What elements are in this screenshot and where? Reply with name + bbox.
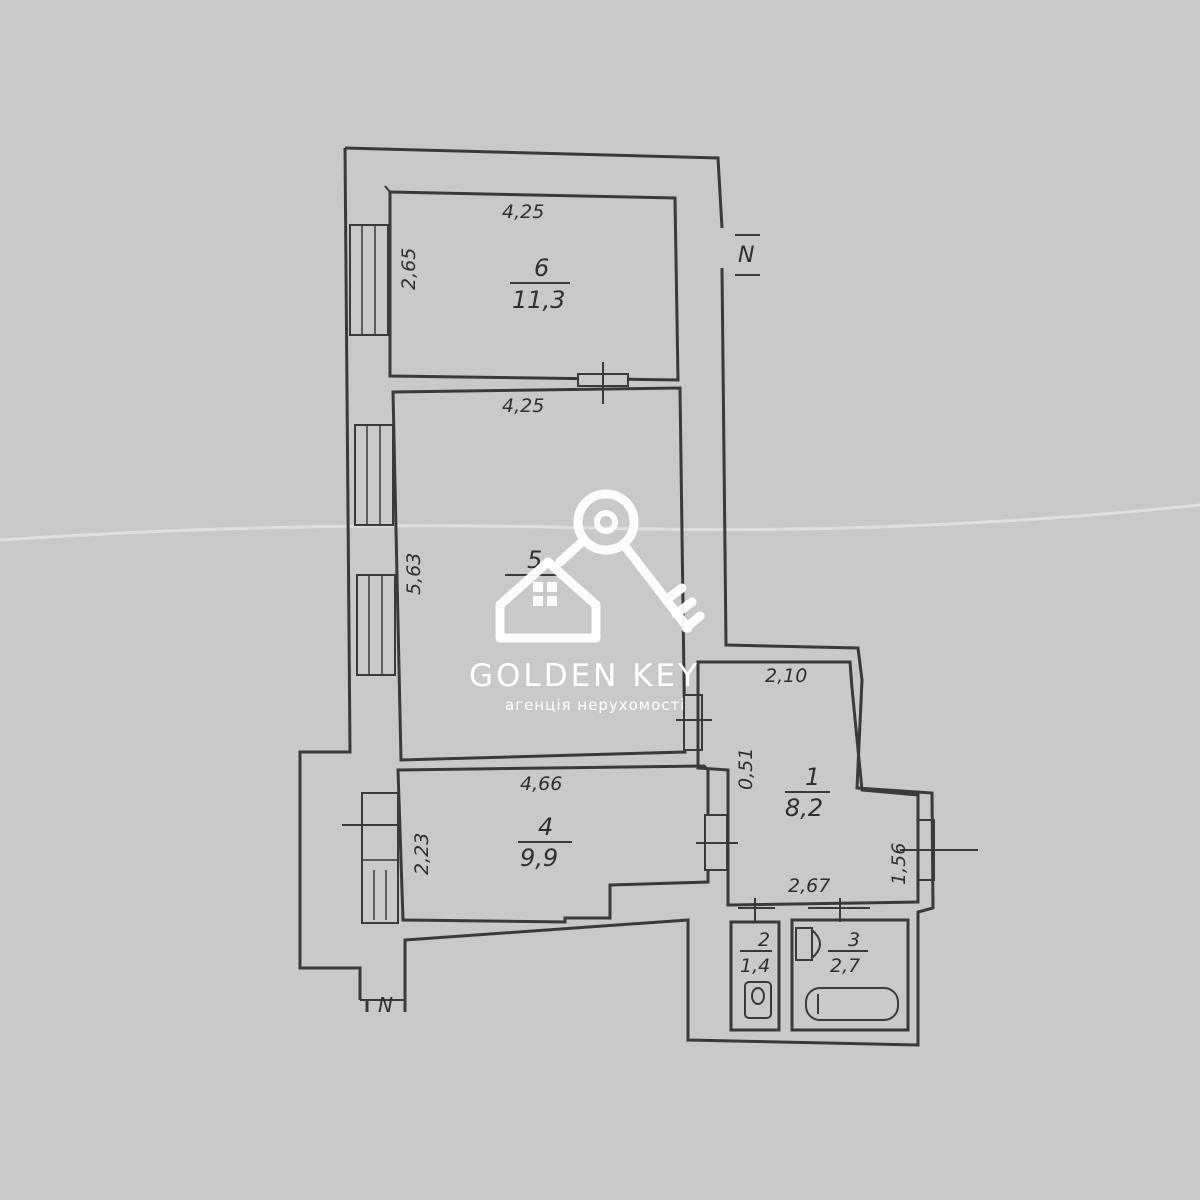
entrance-label-bottom: N bbox=[378, 993, 393, 1017]
door-6-5 bbox=[577, 362, 629, 404]
room-1-area: 8,2 bbox=[785, 794, 823, 822]
entrance-marker-top: N bbox=[735, 234, 760, 276]
dim-room1-left: 0,51 bbox=[735, 748, 757, 790]
room-6-outline bbox=[384, 185, 680, 382]
room-3-outline bbox=[790, 918, 910, 1032]
room-5-outline bbox=[391, 386, 687, 762]
room-1-label: 1 8,2 bbox=[785, 763, 830, 822]
golden-key-logo bbox=[495, 489, 705, 643]
watermark-tagline: агенція нерухомості bbox=[505, 696, 685, 714]
entrance-marker-bottom: N bbox=[360, 993, 405, 1017]
room-6-area: 11,3 bbox=[512, 286, 565, 314]
room-6-number: 6 bbox=[534, 254, 549, 282]
room-3-number: 3 bbox=[848, 929, 860, 951]
dim-room1-bottom: 2,67 bbox=[788, 875, 830, 897]
dim-room1-right: 1,56 bbox=[888, 843, 910, 885]
doors-2-3 bbox=[738, 898, 870, 922]
door-4-1 bbox=[696, 814, 738, 871]
room-4-area: 9,9 bbox=[520, 844, 558, 872]
room-2-area: 1,4 bbox=[740, 955, 770, 977]
window-room-6 bbox=[349, 224, 389, 336]
dim-room4-height: 2,23 bbox=[411, 833, 433, 875]
dim-room5-width: 4,25 bbox=[502, 395, 544, 417]
sink-icon bbox=[795, 927, 821, 961]
dim-room4-width: 4,66 bbox=[520, 773, 562, 795]
room-1-number: 1 bbox=[805, 763, 820, 791]
room-3-area: 2,7 bbox=[830, 955, 860, 977]
balcony-door-room-4 bbox=[342, 792, 399, 924]
outer-walls bbox=[298, 146, 935, 1047]
room-2-number: 2 bbox=[758, 929, 770, 951]
room-3-label: 3 2,7 bbox=[828, 929, 868, 977]
dim-room5-height: 5,63 bbox=[403, 553, 425, 595]
room-4-outline bbox=[396, 764, 710, 924]
bathtub-icon bbox=[805, 987, 899, 1021]
dim-room1-top: 2,10 bbox=[765, 665, 807, 687]
room-6-label: 6 11,3 bbox=[510, 254, 570, 314]
entrance-label-top: N bbox=[738, 243, 754, 268]
room-4-label: 4 9,9 bbox=[518, 813, 572, 872]
dim-room6-width: 4,25 bbox=[502, 201, 544, 223]
room-2-label: 2 1,4 bbox=[740, 929, 772, 977]
toilet-icon bbox=[744, 981, 772, 1019]
room-4-number: 4 bbox=[538, 813, 553, 841]
watermark-brand: GOLDEN KEY bbox=[469, 658, 700, 694]
dim-room6-height: 2,65 bbox=[398, 248, 420, 290]
window-room-5-bottom bbox=[356, 574, 396, 676]
window-room-5-top bbox=[354, 424, 394, 526]
window-room-1 bbox=[900, 819, 978, 881]
